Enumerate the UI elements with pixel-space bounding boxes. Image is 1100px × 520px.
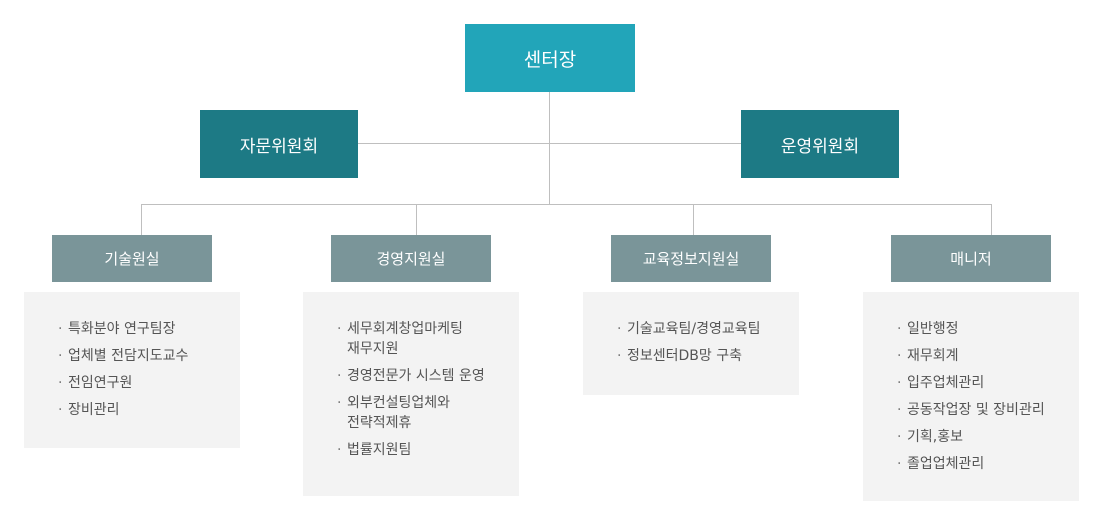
advisory-committee-box: 자문위원회 bbox=[200, 110, 358, 178]
duty-item: 전임연구원 bbox=[58, 373, 240, 393]
operating-committee-box: 운영위원회 bbox=[741, 110, 899, 178]
duty-item: 일반행정 bbox=[897, 319, 1079, 339]
connector-drop-1 bbox=[141, 204, 142, 235]
duty-item: 정보센터DB망 구축 bbox=[617, 346, 799, 366]
department-box-4: 매니저 bbox=[891, 235, 1051, 282]
duty-item: 재무회계 bbox=[897, 346, 1079, 366]
duty-item: 졸업업체관리 bbox=[897, 454, 1079, 474]
department-box-2: 경영지원실 bbox=[331, 235, 491, 282]
connector-trunk bbox=[549, 92, 550, 204]
duty-item: 입주업체관리 bbox=[897, 373, 1079, 393]
connector-drop-2 bbox=[416, 204, 417, 235]
department-box-3: 교육정보지원실 bbox=[611, 235, 771, 282]
department-duties-3: 기술교육팀/경영교육팀 정보센터DB망 구축 bbox=[583, 292, 799, 395]
duty-item: 법률지원팀 bbox=[337, 440, 519, 460]
connector-drop-4 bbox=[991, 204, 992, 235]
duty-item: 세무회계창업마케팅 재무지원 bbox=[337, 319, 519, 359]
duty-item: 기획,홍보 bbox=[897, 427, 1079, 447]
duty-item: 특화분야 연구팀장 bbox=[58, 319, 240, 339]
duty-item: 업체별 전담지도교수 bbox=[58, 346, 240, 366]
department-duties-2: 세무회계창업마케팅 재무지원 경영전문가 시스템 운영 외부컨설팅업체와 전략적… bbox=[303, 292, 519, 496]
department-box-1: 기술원실 bbox=[52, 235, 212, 282]
duty-item: 장비관리 bbox=[58, 400, 240, 420]
department-duties-1: 특화분야 연구팀장 업체별 전담지도교수 전임연구원 장비관리 bbox=[24, 292, 240, 448]
connector-committee-horizontal bbox=[358, 143, 741, 144]
duty-item: 공동작업장 및 장비관리 bbox=[897, 400, 1079, 420]
connector-department-horizontal bbox=[141, 204, 992, 205]
duty-item: 경영전문가 시스템 운영 bbox=[337, 366, 519, 386]
center-head-box: 센터장 bbox=[465, 24, 635, 92]
connector-drop-3 bbox=[693, 204, 694, 235]
department-duties-4: 일반행정 재무회계 입주업체관리 공동작업장 및 장비관리 기획,홍보 졸업업체… bbox=[863, 292, 1079, 501]
duty-item: 기술교육팀/경영교육팀 bbox=[617, 319, 799, 339]
duty-item: 외부컨설팅업체와 전략적제휴 bbox=[337, 393, 519, 433]
